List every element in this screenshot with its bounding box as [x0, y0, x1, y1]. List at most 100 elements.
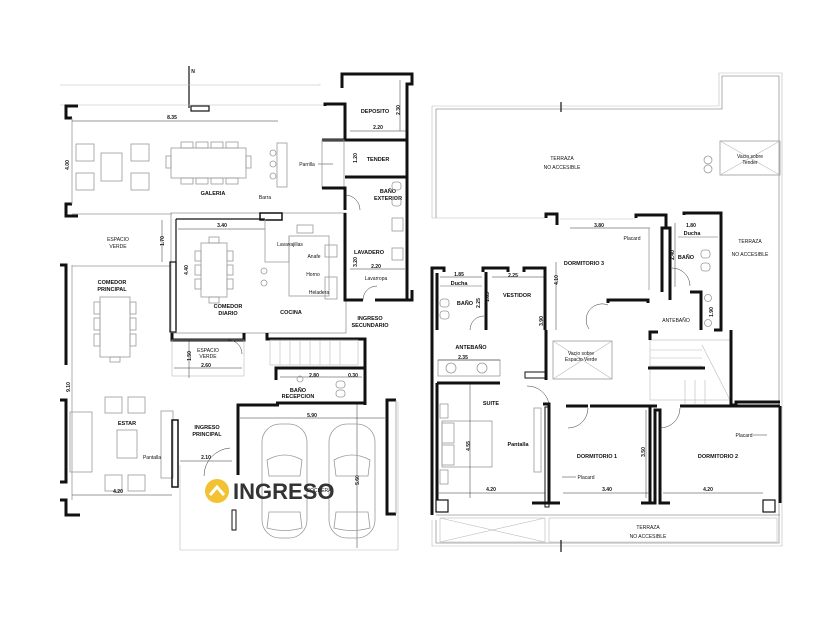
- wall-segment: [544, 406, 550, 508]
- plan-line: [130, 143, 150, 162]
- plan-line: [288, 235, 330, 297]
- plan-line: [322, 102, 347, 142]
- plan-label: 3.90: [539, 316, 545, 326]
- plan-line: [552, 340, 613, 380]
- plan-line: [522, 266, 547, 330]
- plan-line: [165, 155, 172, 169]
- plan-line: [75, 172, 95, 191]
- plan-line: [391, 181, 402, 191]
- plan-line: [116, 429, 138, 459]
- stairs: [269, 339, 359, 366]
- stairs-upper: [649, 339, 733, 404]
- upper-floor: TERRAZA NO ACCESIBLE Vacio sobre Tender …: [430, 72, 783, 552]
- room-label-dormitorio-3: DORMITORIO 3: [564, 261, 604, 267]
- room-label-bano-recepcion: BAÑO: [290, 387, 307, 394]
- plan-label: Ducha: [684, 231, 702, 237]
- plan-label: VERDE: [199, 354, 217, 360]
- plan-line: [375, 290, 414, 302]
- plan-line: [195, 141, 209, 149]
- plan-label: RECEPCION: [282, 394, 315, 400]
- wall-segment: [169, 261, 177, 333]
- plan-line: [719, 140, 781, 176]
- plan-line: [666, 226, 672, 300]
- plan-line: [180, 177, 194, 185]
- plan-line: [441, 422, 455, 444]
- plan-line: [391, 197, 402, 207]
- room-label-antebano-left: ANTEBAÑO: [455, 344, 487, 351]
- plan-line: [649, 339, 733, 401]
- lounge-set: [75, 143, 150, 191]
- plan-line: [194, 250, 202, 262]
- plan-line: [481, 266, 510, 272]
- plan-label: 4.20: [113, 489, 123, 495]
- plan-line: [391, 247, 404, 261]
- plan-label: 2.40: [670, 250, 676, 260]
- plan-label: 4.20: [486, 487, 496, 493]
- plan-label: EXTERIOR: [374, 196, 402, 202]
- plan-line: [333, 454, 371, 477]
- room-label-estar: ESTAR: [118, 421, 136, 427]
- plan-line: [671, 267, 691, 287]
- plan-line: [704, 319, 712, 327]
- room-label-lavadero: LAVADERO: [354, 250, 385, 256]
- bar-counter: [269, 142, 288, 188]
- plan-label: NO ACCESIBLE: [630, 534, 667, 540]
- plan-line: [93, 333, 101, 347]
- plan-line: [109, 356, 121, 363]
- plan-label: 1.20: [353, 153, 359, 163]
- plan-line: [439, 298, 450, 308]
- plan-line: [60, 263, 68, 365]
- plan-line: [533, 407, 542, 473]
- plan-line: [476, 362, 488, 374]
- plan-label: 4.10: [554, 275, 560, 285]
- plan-line: [431, 72, 783, 547]
- plan-line: [634, 213, 668, 292]
- room-label-ingreso-secundario: INGRESO: [357, 316, 383, 322]
- plan-label: 3.80: [594, 223, 604, 229]
- plan-line: [171, 339, 245, 377]
- plan-line: [340, 72, 414, 212]
- room-label-vestidor: VESTIDOR: [503, 293, 531, 299]
- plan-line: [170, 147, 247, 179]
- plan-line: [60, 84, 321, 86]
- car-2: [328, 423, 376, 539]
- plan-label: 3.40: [602, 487, 612, 493]
- room-label-suite: SUITE: [483, 401, 500, 407]
- plan-label: 5.60: [355, 475, 361, 485]
- plan-label: Pantalla: [507, 442, 529, 448]
- logo-badge-icon: [205, 479, 229, 503]
- plan-label: Barra: [259, 195, 271, 201]
- plan-line: [648, 330, 658, 340]
- plan-line: [266, 511, 303, 531]
- main-dining-table: [93, 296, 137, 363]
- wall-segment: [524, 371, 546, 379]
- plan-label: Espacio Verde: [565, 357, 597, 363]
- plan-label: Parrilla: [299, 162, 315, 168]
- plan-label: 3.50: [641, 447, 647, 457]
- room-label-cocina: COCINA: [280, 310, 302, 316]
- plan-line: [606, 298, 650, 303]
- plan-line: [160, 410, 174, 479]
- plan-line: [129, 317, 137, 331]
- plan-label: 4.20: [703, 487, 713, 493]
- plan-label: Vacio sobre: [737, 154, 763, 160]
- plan-line: [700, 262, 711, 272]
- plan-label: Placard: [736, 433, 753, 439]
- plan-line: [690, 290, 703, 330]
- room-label-deposito: DEPOSITO: [361, 109, 390, 115]
- plan-line: [127, 474, 146, 492]
- plan-line: [439, 517, 546, 543]
- plan-line: [437, 359, 501, 377]
- plan-line: [435, 75, 780, 544]
- plan-line: [276, 142, 288, 188]
- plan-label: Lavarropa: [365, 276, 388, 282]
- plan-line: [64, 202, 78, 218]
- plan-line: [439, 403, 449, 419]
- plan-line: [130, 172, 150, 191]
- plan-line: [75, 143, 95, 162]
- plan-line: [266, 454, 303, 477]
- plan-line: [703, 164, 713, 174]
- plan-line: [226, 264, 234, 276]
- plan-line: [441, 444, 455, 466]
